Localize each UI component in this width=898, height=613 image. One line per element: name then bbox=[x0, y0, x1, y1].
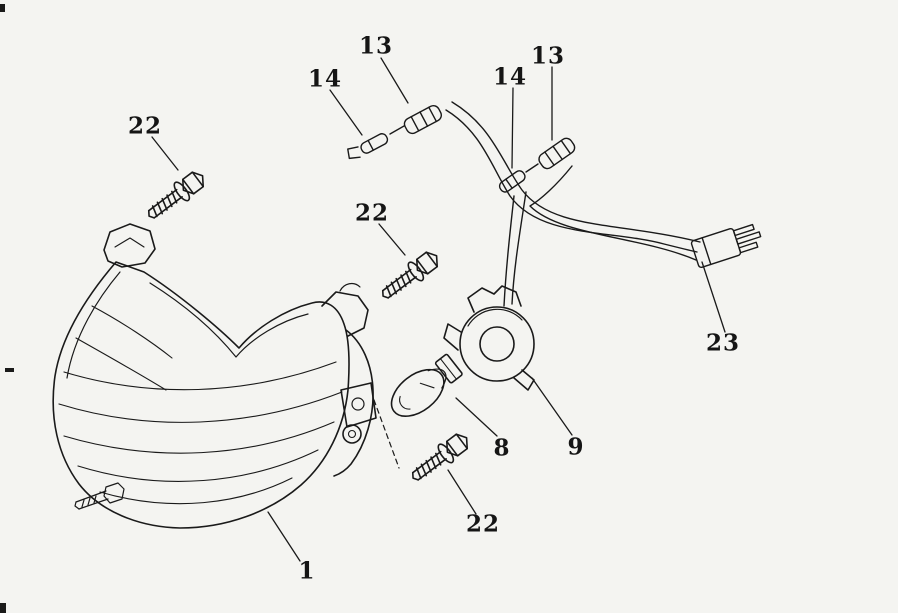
socket-drawing bbox=[443, 285, 535, 391]
part-callout-22-bottom: 22 bbox=[465, 510, 501, 538]
connector-14-right-shape bbox=[498, 170, 526, 193]
headlight-unit-drawing bbox=[52, 223, 400, 529]
callout-leader-lines bbox=[151, 57, 726, 562]
scan-artifacts bbox=[0, 4, 14, 613]
part-callout-14-left: 14 bbox=[307, 65, 343, 93]
harness-drawing bbox=[347, 101, 762, 307]
part-callout-13-right: 13 bbox=[530, 42, 566, 70]
connector-23-shape bbox=[690, 223, 762, 269]
part-callout-23: 23 bbox=[705, 329, 741, 357]
connector-13-right-shape bbox=[538, 137, 576, 170]
connector-14-left-shape bbox=[347, 133, 389, 160]
part-callout-22-middle: 22 bbox=[354, 199, 390, 227]
part-callout-13-left: 13 bbox=[358, 32, 394, 60]
part-callout-1: 1 bbox=[298, 557, 316, 585]
bolt-22-bottom-drawing bbox=[405, 428, 475, 488]
bolt-22-top-drawing bbox=[141, 166, 211, 226]
bolt-22-middle-drawing bbox=[375, 246, 445, 306]
bulb-drawing bbox=[390, 353, 463, 418]
part-callout-14-right: 14 bbox=[492, 63, 528, 91]
small-screw-shape bbox=[74, 482, 125, 510]
part-callout-9: 9 bbox=[567, 433, 585, 461]
connector-13-left-shape bbox=[403, 104, 443, 135]
part-callout-8: 8 bbox=[493, 434, 511, 462]
part-callout-22-top: 22 bbox=[127, 112, 163, 140]
